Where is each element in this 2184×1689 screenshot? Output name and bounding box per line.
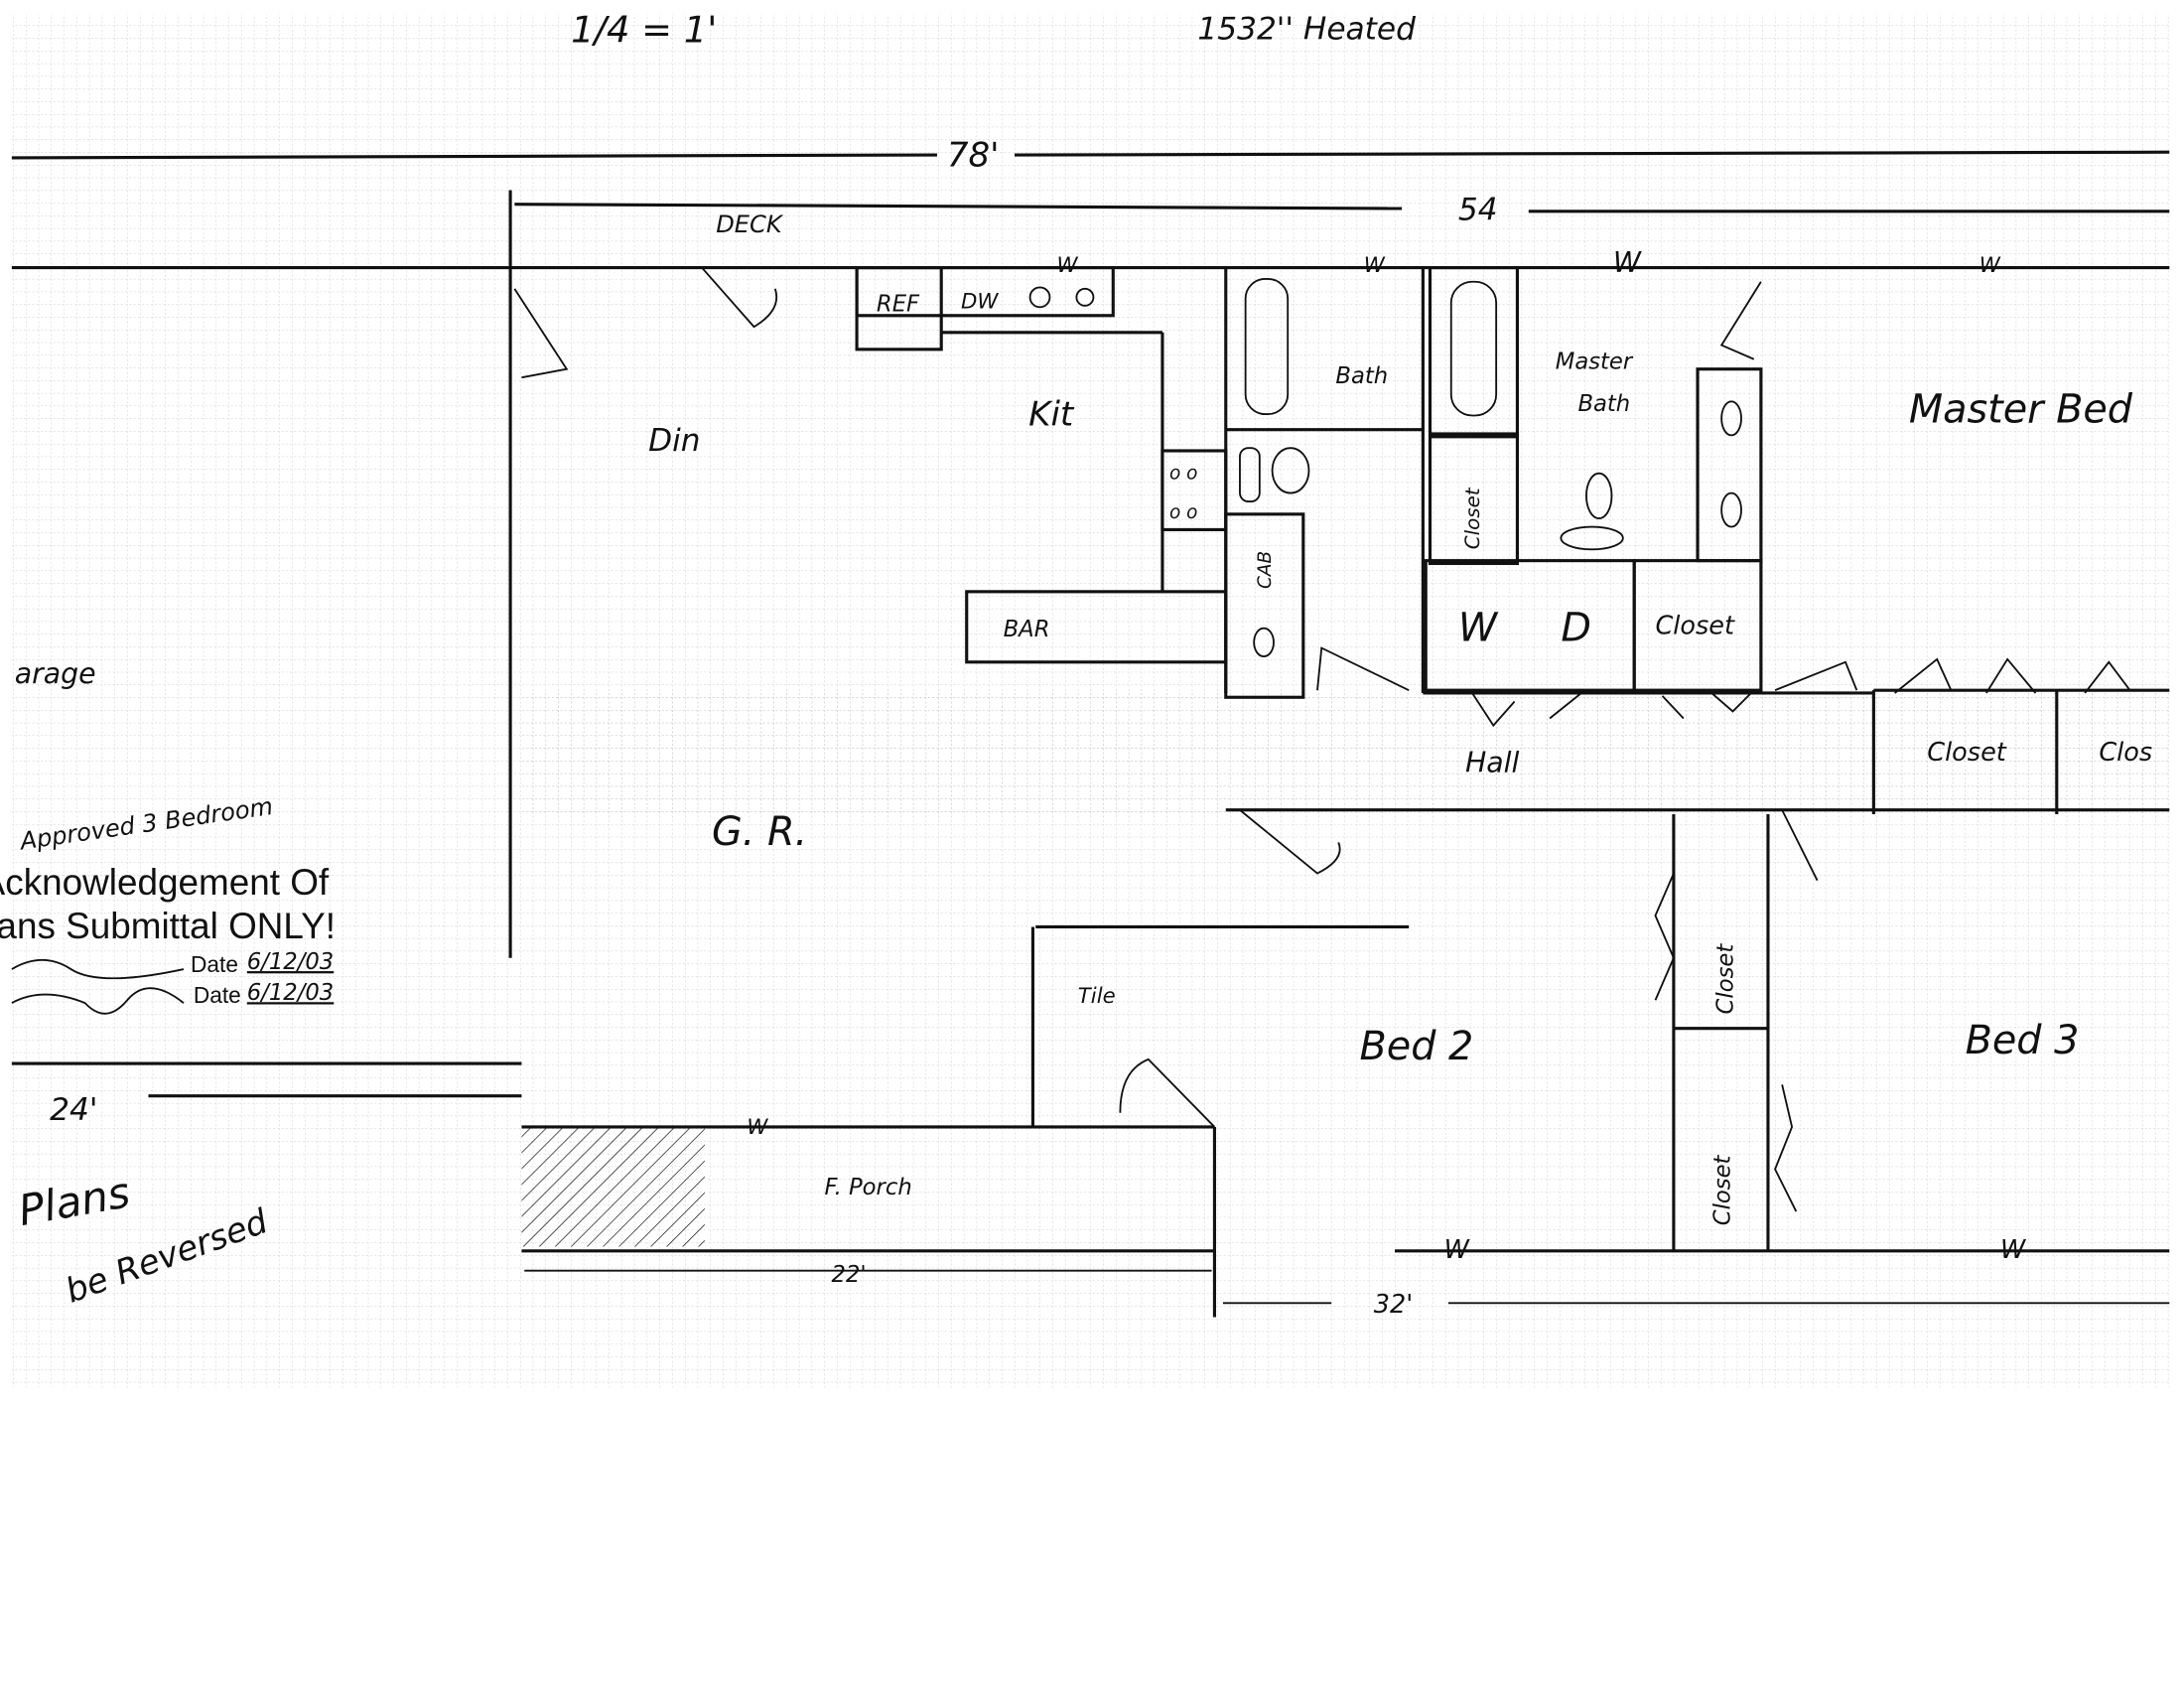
window-mark: W [1444,1235,1471,1265]
dimension-54: 54 [1458,192,1498,227]
tile-label: Tile [1078,984,1116,1009]
dimension-line-78 [11,153,937,160]
kitchen-label: Kit [1028,394,1075,434]
dimension-32: 32' [1374,1290,1413,1320]
porch-label: F. Porch [824,1175,911,1200]
hall-grid-shade [521,690,2170,817]
signature-2 [11,987,185,1015]
master-bath-label-1: Master [1556,350,1634,375]
stamp-line1: Acknowledgement Of [0,862,330,903]
master-bath-label-2: Bath [1577,391,1630,417]
great-room-label: G. R. [712,809,807,855]
door-swing [513,288,569,379]
master-bed-label: Master Bed [1909,387,2133,433]
window-mark: W [1613,246,1642,279]
bathtub-icon [1449,280,1498,417]
dw-label: DW [961,290,999,315]
bathtub-icon [1244,277,1290,416]
window-mark: W [1057,253,1079,278]
bed2-label: Bed 2 [1360,1024,1474,1069]
garage-label: arage [15,657,96,690]
window-mark: W [1364,253,1386,278]
closet-label: Closet [1655,611,1735,640]
laundry-closet [1632,559,1763,692]
cabinet [1224,512,1305,699]
refrigerator [855,265,943,352]
dining-label: Din [648,423,700,459]
sink-icon [1271,447,1310,494]
svg-text:Date: Date [194,982,241,1008]
dimension-78: 78' [947,135,1000,175]
svg-text:o o: o o [1169,502,1197,523]
toilet-icon [1239,447,1261,502]
window-mark: W [747,1115,768,1140]
closet-label: Closet [1461,487,1484,549]
dimension-line-54 [514,203,1403,211]
scale-note: 1/4 = 1' [571,9,717,52]
hall-label: Hall [1465,746,1520,778]
ref-label: REF [877,292,920,318]
stamp-line2: Plans Submittal ONLY! [0,906,336,946]
bed3-label: Bed 3 [1966,1018,2080,1063]
date-1: 6/12/03 [247,949,334,975]
dryer-label: D [1561,606,1591,651]
sink-icon [1028,286,1051,309]
heated-area: 1532'' Heated [1197,12,1416,48]
bar-label: BAR [1004,617,1050,642]
signature-1 [11,959,185,980]
closet-label: Clos [2099,738,2152,768]
closet-label: Closet [1713,943,1739,1015]
date-2: 6/12/03 [247,980,334,1006]
bath-label: Bath [1335,363,1388,389]
svg-text:Date: Date [191,951,238,977]
dimension-24: 24' [50,1092,97,1128]
deck-label: DECK [716,211,784,238]
closet-label: Closet [1710,1154,1736,1225]
dimension-22: 22' [832,1262,867,1288]
toilet-icon [1585,472,1613,519]
washer-label: W [1458,606,1499,651]
closet-label: Closet [1927,738,2007,768]
door-swing [701,266,778,329]
window-mark: W [2000,1235,2027,1265]
window-mark: W [1979,253,2001,278]
svg-text:o o: o o [1169,463,1197,484]
porch-hatch [521,1126,705,1247]
master-bath-tub-area [1428,265,1520,436]
cab-label: CAB [1255,551,1276,589]
sink-icon [1560,525,1624,551]
